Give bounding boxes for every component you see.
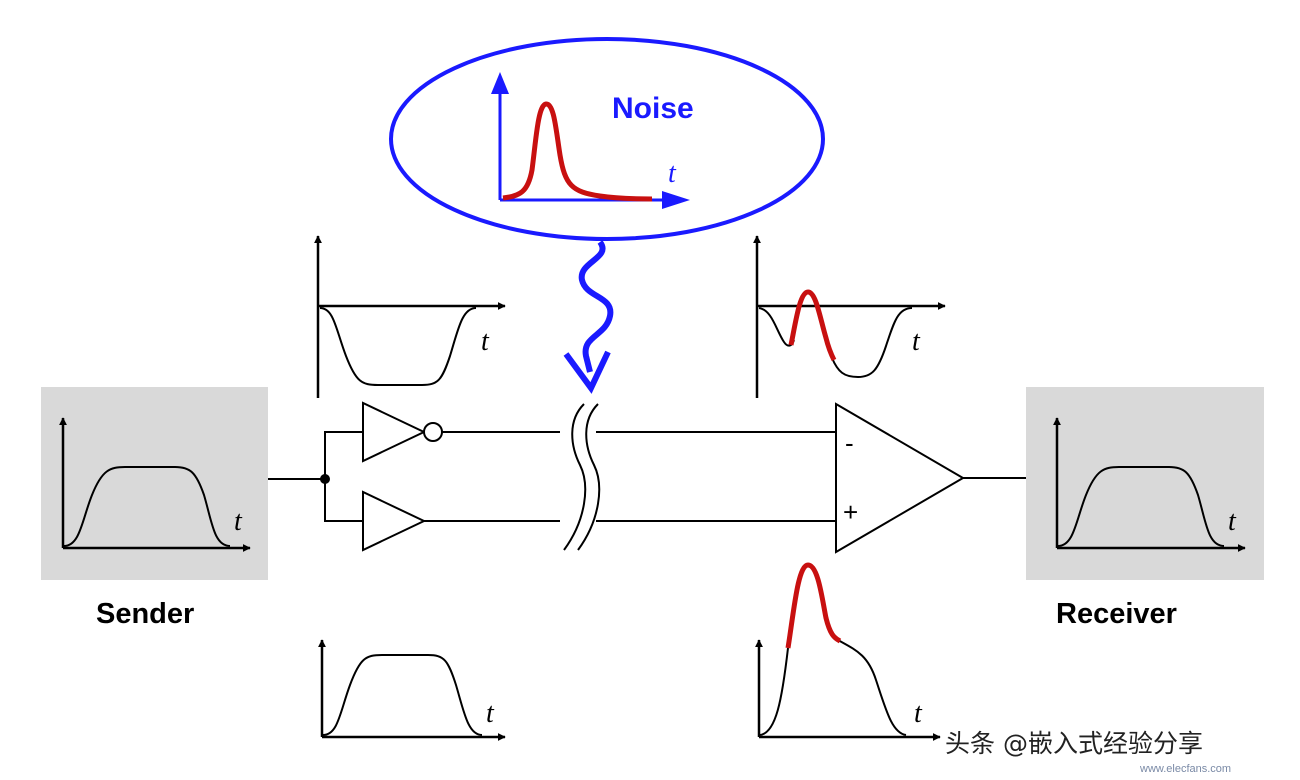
receiver-label: Receiver xyxy=(1056,598,1177,630)
noninverting-driver xyxy=(362,490,427,552)
lower-input-wire xyxy=(324,479,363,522)
noise-coupling-arrow xyxy=(563,240,614,394)
amp-plus-label: + xyxy=(843,497,858,527)
noise-source: Noise t xyxy=(389,37,825,241)
inverted-waveform xyxy=(319,307,477,386)
noise-label: Noise xyxy=(612,92,694,125)
sender-box xyxy=(41,387,268,580)
receiver-positive-noise xyxy=(785,562,842,649)
receiver-negative-graph: t xyxy=(753,235,946,398)
sender-axis-label: t xyxy=(234,506,243,537)
receiver-negative-noise xyxy=(788,289,837,362)
inverter-bubble xyxy=(423,422,443,442)
receiver-positive-graph: t xyxy=(755,562,941,741)
receiver-positive-axis-label: t xyxy=(914,698,923,729)
noise-pulse xyxy=(502,101,653,202)
watermark-site: www.elecfans.com xyxy=(1139,763,1231,775)
normal-axis-label: t xyxy=(486,698,495,729)
circuit xyxy=(268,401,1026,554)
inverted-axis-label: t xyxy=(481,326,490,357)
receiver-waveform xyxy=(1057,466,1225,547)
line-break-left xyxy=(563,403,587,551)
amp-minus-label: - xyxy=(845,428,854,458)
line-break-right xyxy=(577,403,601,551)
inverting-driver xyxy=(362,401,427,463)
upper-input-wire xyxy=(324,431,363,479)
watermark-text: 头条 @嵌入式经验分享 xyxy=(945,729,1203,758)
receiver-block: t Receiver xyxy=(1026,387,1264,630)
sender-label: Sender xyxy=(96,598,194,630)
receiver-negative-axis-label: t xyxy=(912,326,921,357)
normal-signal-graph: t xyxy=(318,639,506,741)
sender-block: t Sender xyxy=(41,387,268,630)
inverted-signal-graph: t xyxy=(314,235,506,398)
receiver-axis-label: t xyxy=(1228,506,1237,537)
normal-waveform xyxy=(322,654,483,736)
noise-ellipse xyxy=(389,37,825,241)
receiver-box xyxy=(1026,387,1264,580)
differential-amplifier xyxy=(835,402,965,554)
sender-waveform xyxy=(63,466,231,547)
noise-axis-label: t xyxy=(668,158,677,189)
